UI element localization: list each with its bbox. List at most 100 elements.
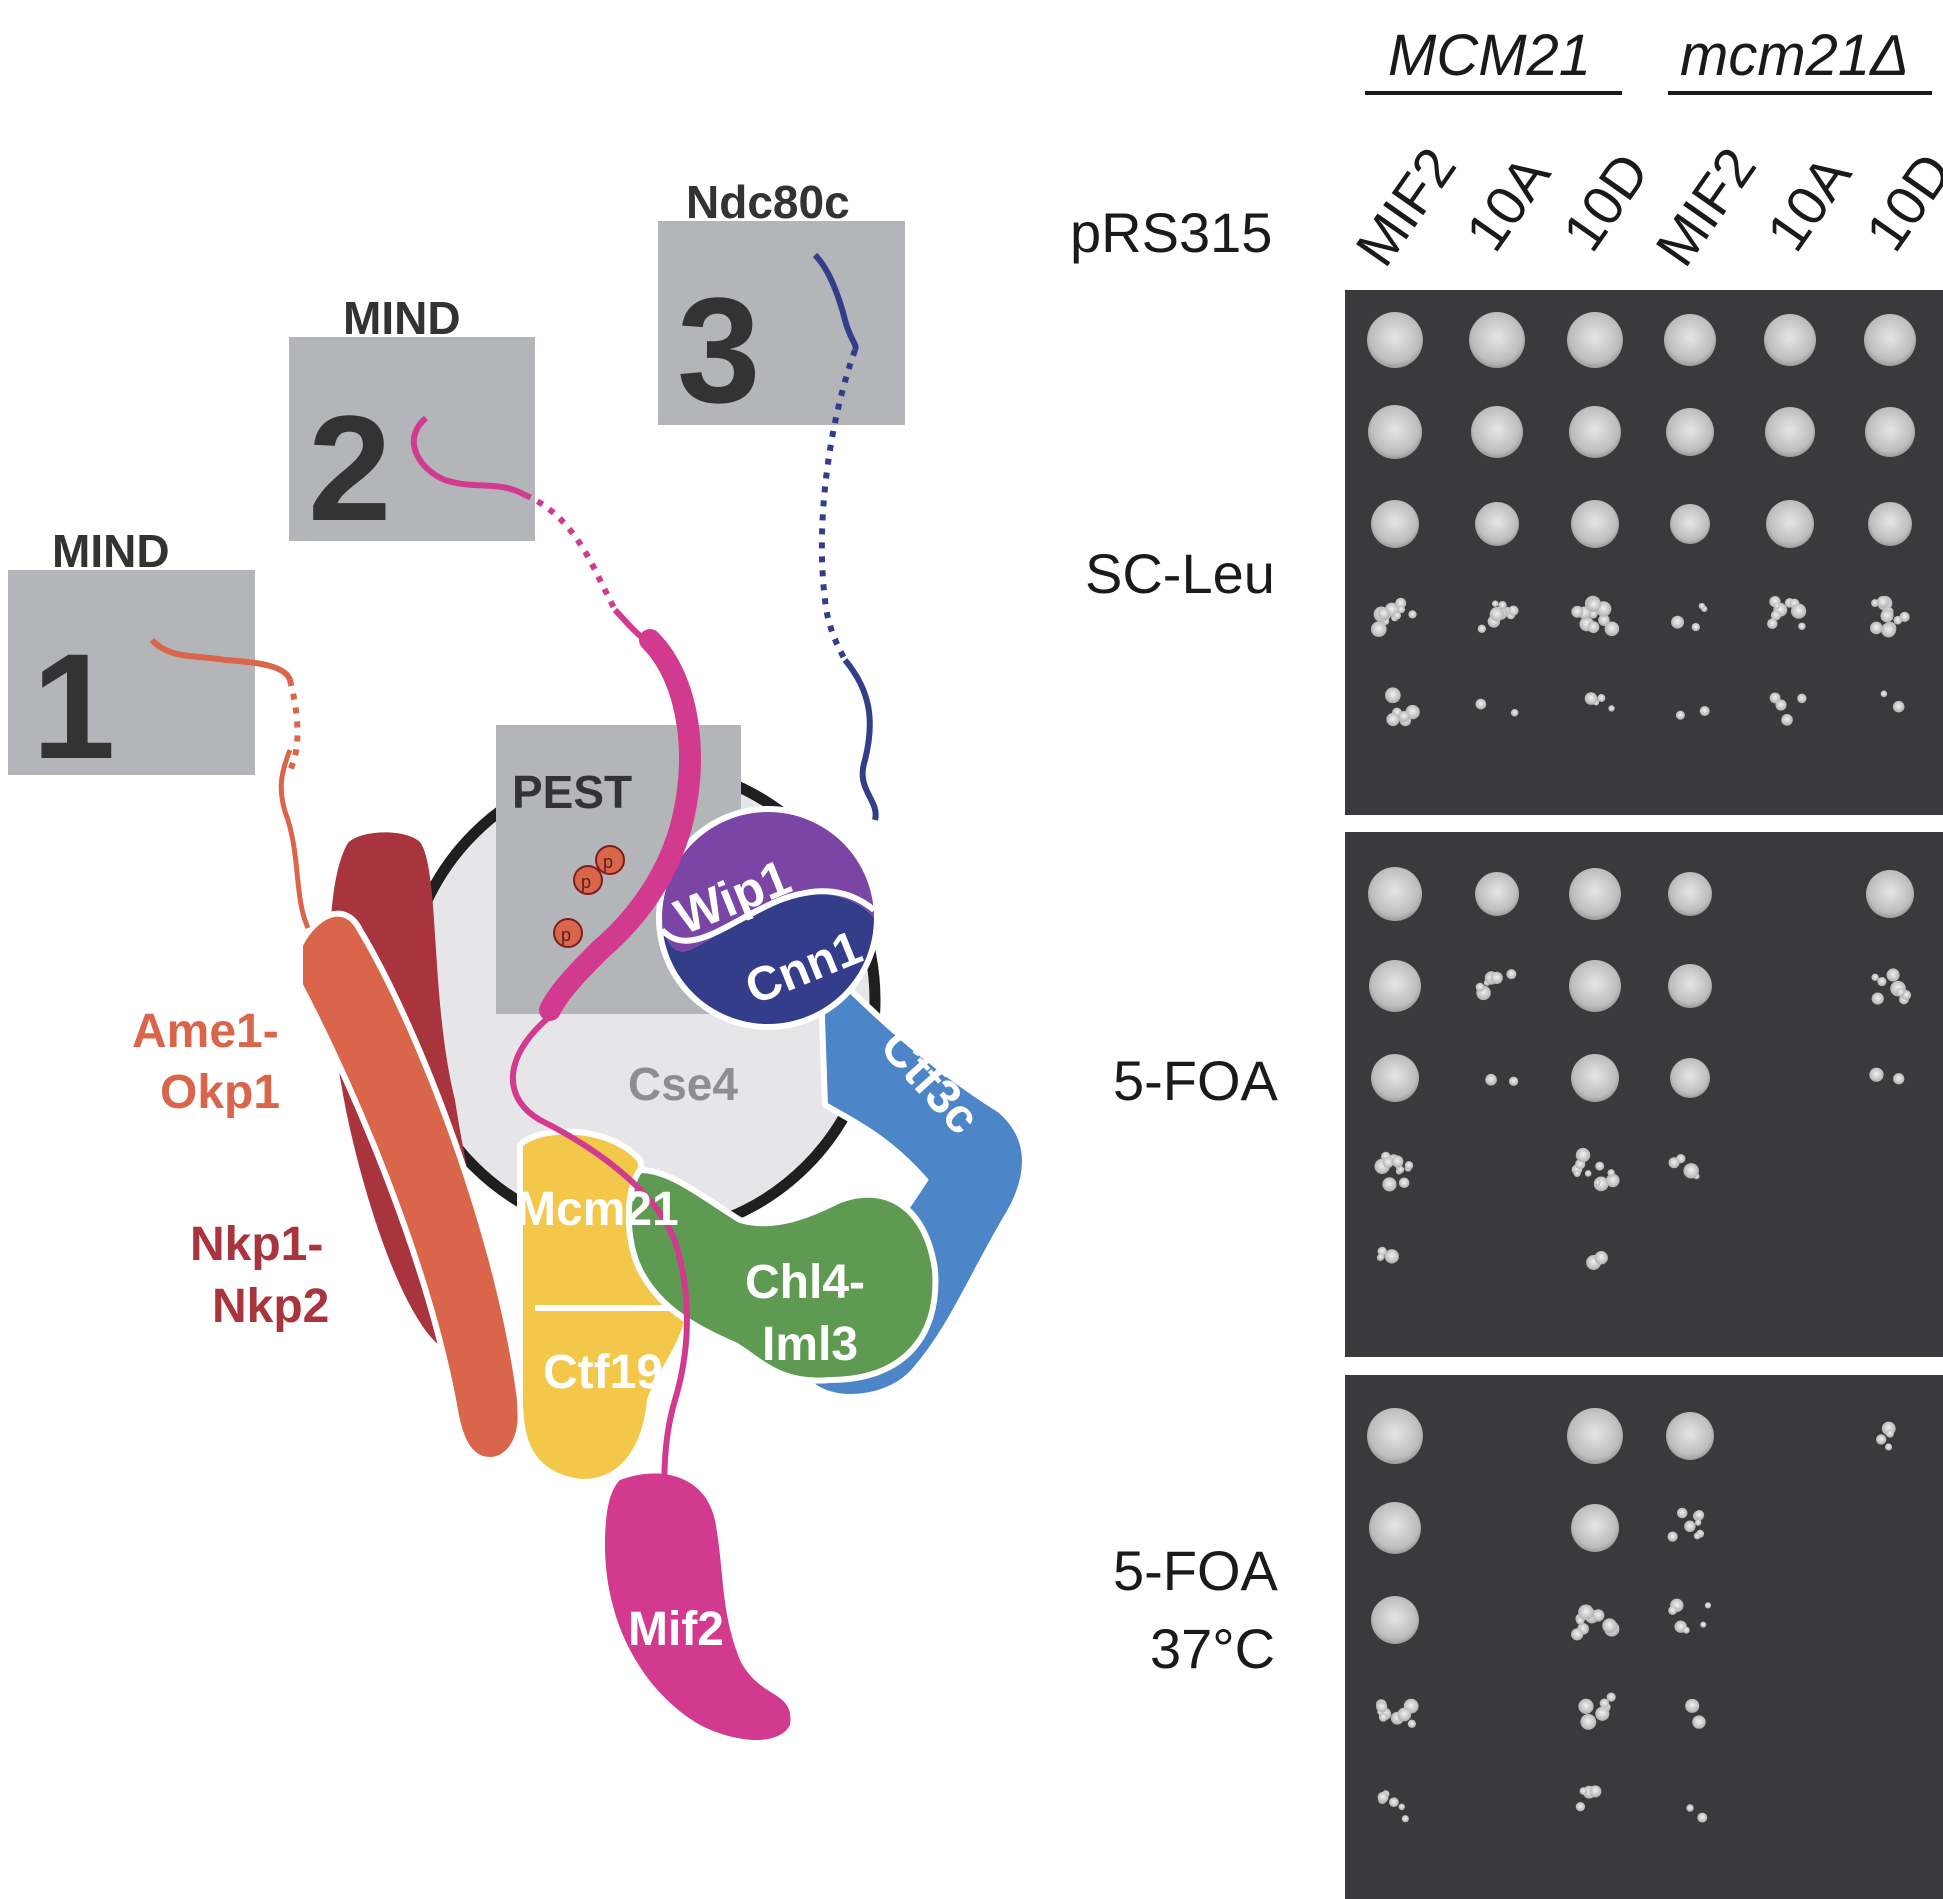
phospho-sites: p p p <box>553 845 625 948</box>
ame1-okp1-shape <box>297 910 524 1464</box>
colony-spot <box>1567 312 1623 368</box>
colony-dot <box>1384 1249 1399 1264</box>
colony-spot <box>1369 1502 1421 1554</box>
column-label-4: MIF2 <box>1643 136 1768 277</box>
box-3-label: Ndc80c <box>686 176 850 228</box>
colony-dot <box>1376 1701 1388 1713</box>
colony-spot <box>1571 500 1619 548</box>
colony-dot <box>1704 1602 1712 1609</box>
colony-spot <box>1766 500 1814 548</box>
colony-dot <box>1790 603 1807 619</box>
colony-dot <box>1587 621 1600 634</box>
colony-dot <box>1770 610 1781 621</box>
colony-spot <box>1367 312 1423 368</box>
colony-dot <box>1691 622 1700 632</box>
colony-dot <box>1870 621 1883 635</box>
colony-dot <box>1773 602 1780 609</box>
colony-dot <box>1506 969 1517 980</box>
colony-dot <box>1871 599 1879 607</box>
colony-spot <box>1371 500 1419 548</box>
colony-dot <box>1477 624 1487 633</box>
colony-dot <box>1475 982 1485 992</box>
colony-spot <box>1567 1408 1623 1464</box>
colony-spot <box>1666 1412 1714 1460</box>
colony-dot <box>1597 694 1606 703</box>
colony-dot <box>1378 1712 1388 1722</box>
colony-spot <box>1866 870 1914 918</box>
mif2-shape <box>605 1473 791 1740</box>
mif2-tail-dotted <box>523 492 618 612</box>
colony-dot <box>1386 712 1400 727</box>
colony-dot <box>1698 602 1706 610</box>
mif2-pest-thick <box>539 629 701 1021</box>
colony-dot <box>1899 611 1910 622</box>
colony-dot <box>1393 611 1402 620</box>
colony-dot <box>1781 713 1793 726</box>
colony-dot <box>1606 1173 1620 1188</box>
colony-spot <box>1569 960 1621 1012</box>
colony-dot <box>1880 609 1894 623</box>
ndc80c-tail-dotted <box>818 348 858 662</box>
colony-dot <box>1686 1804 1694 1812</box>
colony-dot <box>1671 615 1685 629</box>
ndc80c-tail <box>812 252 859 352</box>
column-label-1: MIF2 <box>1343 136 1468 277</box>
colony-dot <box>1693 1532 1701 1540</box>
colony-spot <box>1668 964 1712 1008</box>
colony-dot <box>1584 692 1598 705</box>
colony-dot <box>1606 1692 1616 1702</box>
cse4-label: Cse4 <box>628 1058 738 1110</box>
chl4-iml3-label-1: Chl4- <box>745 1256 865 1309</box>
colony-dot <box>1896 987 1905 997</box>
phospho-label-2: p <box>581 872 591 892</box>
colony-dot <box>1408 610 1417 619</box>
colony-dot <box>1589 1785 1602 1798</box>
nkp1-nkp2-label-2: Nkp2 <box>212 1280 329 1333</box>
colony-spot <box>1664 314 1716 366</box>
colony-dot <box>1876 1434 1887 1445</box>
column-label-3: 10D <box>1550 142 1661 262</box>
colony-dot <box>1382 1177 1397 1192</box>
colony-dot <box>1579 1787 1588 1795</box>
colony-dot <box>1595 1161 1605 1171</box>
colony-dot <box>1604 621 1620 637</box>
wip1-shape <box>662 812 874 952</box>
colony-dot <box>1592 1609 1605 1622</box>
colony-dot <box>1573 1170 1581 1178</box>
colony-spot <box>1569 868 1621 920</box>
colony-dot <box>1397 1707 1412 1722</box>
column-label-2: 10A <box>1453 144 1562 262</box>
colony-dot <box>1871 973 1879 981</box>
colony-dot <box>1571 605 1584 618</box>
colony-dot <box>1382 1156 1394 1168</box>
colony-dot <box>1798 622 1806 631</box>
colony-dot <box>1880 690 1888 698</box>
box-1-number: 1 <box>32 622 115 790</box>
colony-dot <box>1490 971 1503 985</box>
colony-dot <box>1404 1161 1414 1170</box>
colony-spot <box>1666 408 1714 456</box>
colony-dot <box>1377 1791 1389 1803</box>
colony-dot <box>1398 1803 1405 1811</box>
colony-dot <box>1683 1163 1699 1179</box>
colony-dot <box>1668 1157 1680 1169</box>
colony-dot <box>1607 1169 1615 1177</box>
colony-dot <box>1398 1177 1410 1188</box>
colony-dot <box>1599 1698 1610 1708</box>
wip1-cnn1-divider <box>659 888 876 944</box>
colony-dot <box>1377 1253 1385 1261</box>
colony-spot <box>1865 407 1915 457</box>
phospho-dot-3 <box>595 845 625 875</box>
colony-dot <box>1398 710 1410 722</box>
column-label-6: 10D <box>1853 142 1943 262</box>
colony-spot <box>1864 314 1916 366</box>
colony-dot <box>1575 1802 1586 1812</box>
colony-dot <box>1508 1076 1519 1086</box>
colony-dot <box>1571 1628 1584 1641</box>
colony-spot <box>1475 502 1519 546</box>
phospho-label-3: p <box>603 852 613 872</box>
box-2-number: 2 <box>308 384 391 552</box>
colony-spot <box>1469 312 1525 368</box>
colony-dot <box>1694 1519 1702 1526</box>
